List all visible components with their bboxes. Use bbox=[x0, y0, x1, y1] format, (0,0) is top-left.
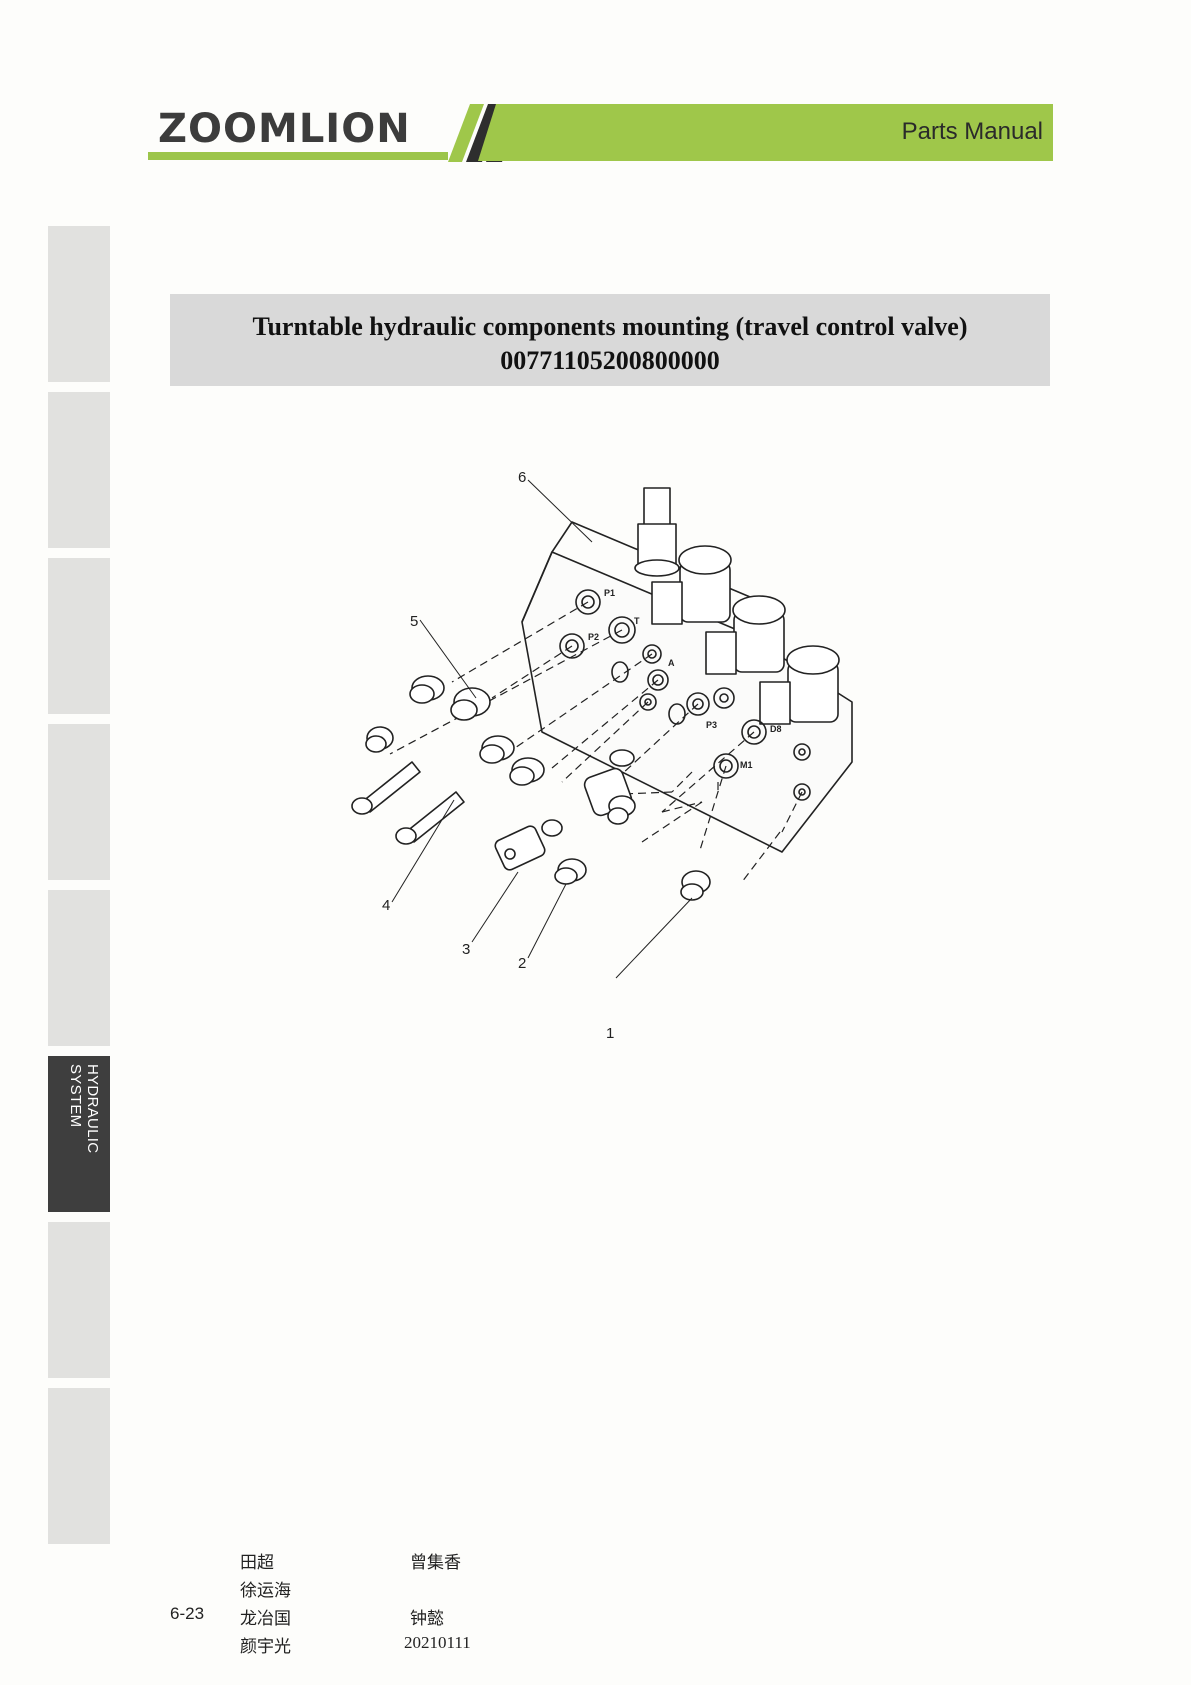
signature-date: 20210111 bbox=[404, 1633, 471, 1652]
side-tab-7[interactable] bbox=[48, 1222, 110, 1378]
callout-1: 1 bbox=[606, 1025, 614, 1042]
manual-title: Parts Manual bbox=[901, 118, 1043, 145]
solenoid-coils bbox=[651, 545, 840, 725]
small-plug bbox=[607, 795, 636, 825]
callout-4: 4 bbox=[382, 897, 390, 914]
bolt-item-4 bbox=[351, 761, 465, 845]
port-label-p2: P2 bbox=[588, 632, 599, 642]
side-tab-1[interactable] bbox=[48, 226, 110, 382]
port-label-p1: P1 bbox=[604, 588, 615, 598]
port-label-a: A bbox=[668, 658, 675, 668]
side-tab-8[interactable] bbox=[48, 1388, 110, 1544]
callout-6: 6 bbox=[518, 469, 526, 486]
plug-item-1 bbox=[680, 870, 711, 901]
signature-c2r3: 钟懿 bbox=[410, 1609, 444, 1629]
side-tab-2[interactable] bbox=[48, 392, 110, 548]
side-tab-hydraulic-system[interactable]: HYDRAULIC SYSTEM bbox=[48, 1056, 110, 1212]
fitting-item-5 bbox=[409, 675, 491, 721]
header-bar: Parts Manual bbox=[478, 104, 1053, 161]
port-label-t: T bbox=[634, 616, 640, 626]
side-tab-4[interactable] bbox=[48, 724, 110, 880]
port-label-p3: P3 bbox=[706, 720, 717, 730]
fittings-middle bbox=[479, 735, 545, 786]
signature-c1r3: 龙冶国 bbox=[240, 1609, 291, 1629]
signature-c1r2: 徐运海 bbox=[240, 1581, 291, 1601]
page-number: 6-23 bbox=[170, 1604, 205, 1623]
leader-lines bbox=[391, 479, 693, 979]
exploded-valve-diagram: P1 P2 T A P3 D8 M1 1 2 3 4 5 6 bbox=[351, 469, 853, 1042]
side-tab-5[interactable] bbox=[48, 890, 110, 1046]
assembly-lines bbox=[389, 601, 803, 883]
section-title: Turntable hydraulic components mounting … bbox=[252, 312, 968, 341]
swivel-elbow-item-3 bbox=[494, 819, 563, 871]
callout-3: 3 bbox=[462, 941, 470, 958]
block-ports bbox=[559, 589, 811, 801]
plug bbox=[365, 726, 394, 753]
section-title-box: Turntable hydraulic components mounting … bbox=[170, 294, 1050, 386]
callout-2: 2 bbox=[518, 955, 526, 972]
zoomlion-logo: ZOOMLION bbox=[158, 106, 411, 152]
port-label-d8: D8 bbox=[770, 724, 782, 734]
page-header: ZOOMLION Parts Manual bbox=[148, 104, 1053, 164]
port-label-m1: M1 bbox=[740, 760, 753, 770]
signature-c1r1: 田超 bbox=[240, 1553, 274, 1573]
callout-5: 5 bbox=[410, 613, 418, 630]
signature-c1r4: 颜宇光 bbox=[240, 1637, 291, 1657]
signature-c2r1: 曾集香 bbox=[410, 1553, 461, 1573]
pressure-sensor bbox=[643, 487, 671, 529]
fitting-item-2 bbox=[554, 858, 587, 885]
side-tab-label: HYDRAULIC SYSTEM bbox=[67, 1064, 101, 1154]
logo-underline bbox=[148, 152, 448, 160]
side-tab-3[interactable] bbox=[48, 558, 110, 714]
part-number: 00771105200800000 bbox=[500, 346, 720, 375]
